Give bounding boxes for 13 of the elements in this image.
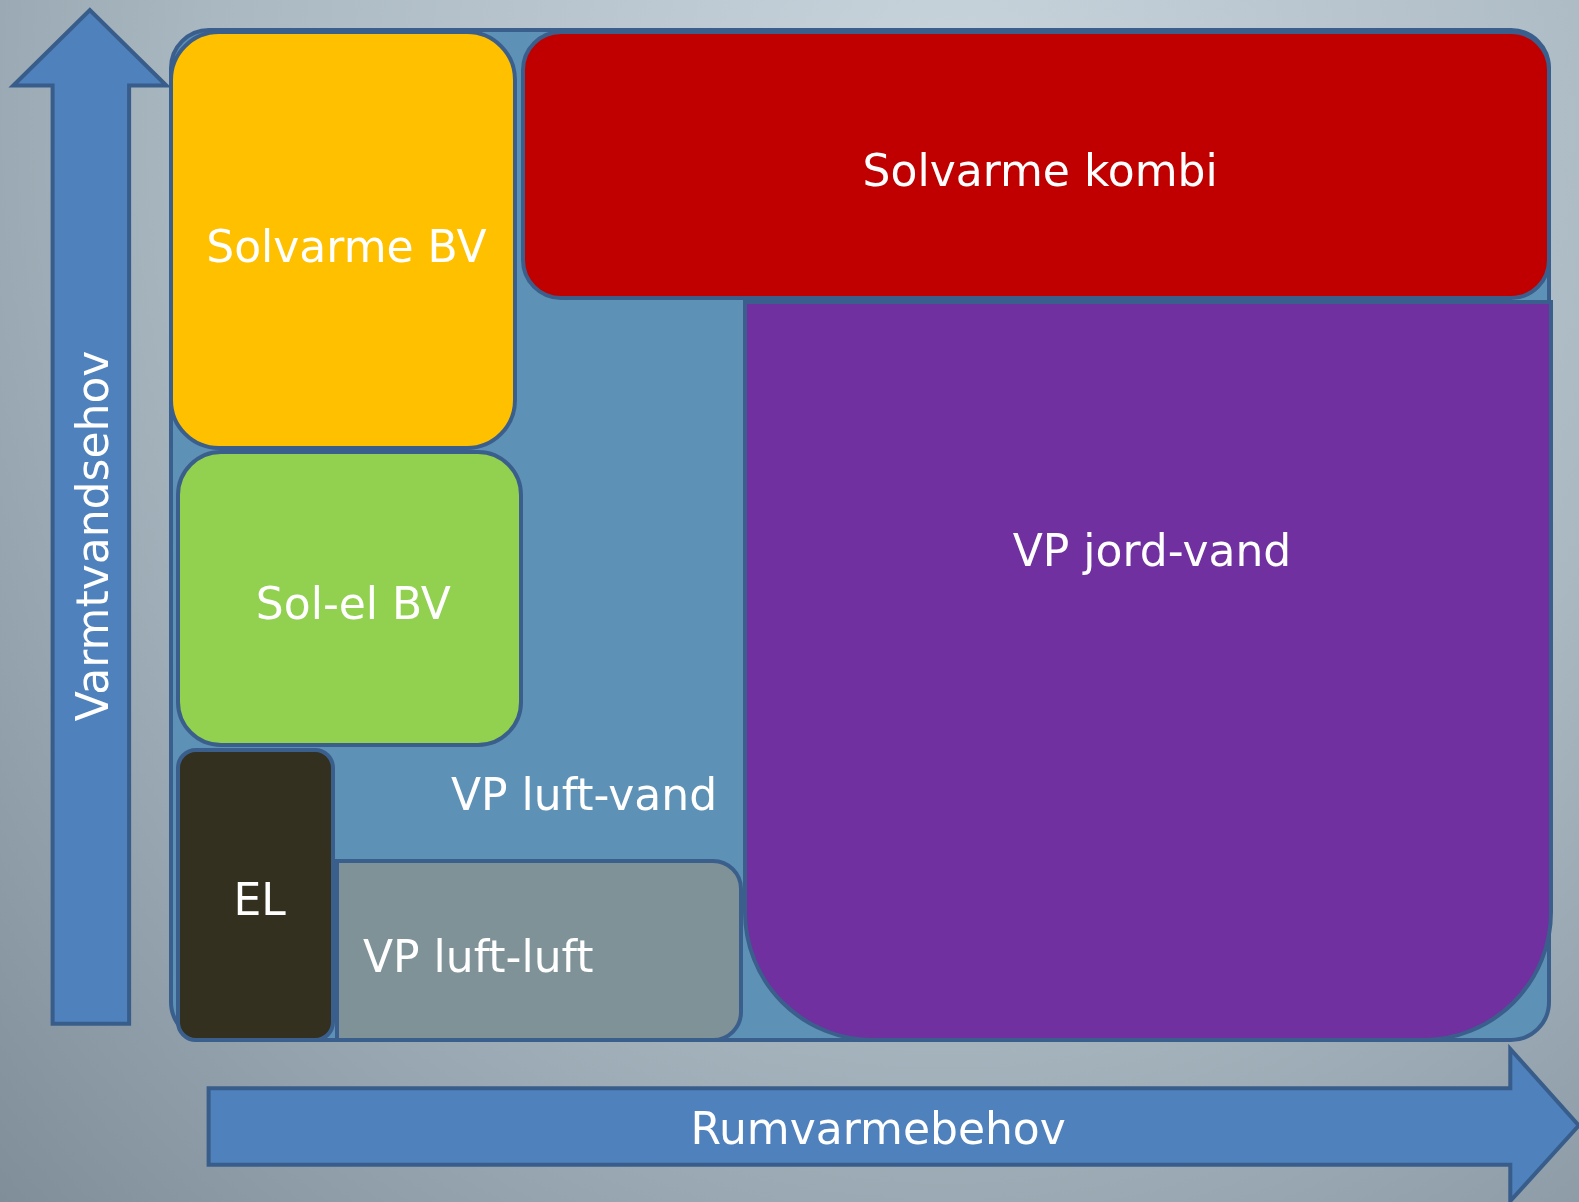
category-area: [176, 748, 336, 1043]
area-label: Solvarme kombi: [862, 144, 1218, 196]
category-area: [169, 28, 1551, 1043]
area-label: VP luft-vand: [450, 769, 718, 820]
area-label: VP luft-luft: [362, 930, 594, 982]
axis-label: Rumvarmebehov: [690, 1102, 1066, 1154]
category-area: [520, 30, 1551, 301]
area-label: VP jord-vand: [1012, 524, 1292, 576]
axis-label: Varmtvandsehov: [66, 350, 118, 722]
area-label: EL: [233, 873, 286, 925]
category-area: [176, 450, 523, 748]
area-label: Solvarme BV: [206, 220, 487, 272]
area-label: Sol-el BV: [255, 577, 451, 629]
